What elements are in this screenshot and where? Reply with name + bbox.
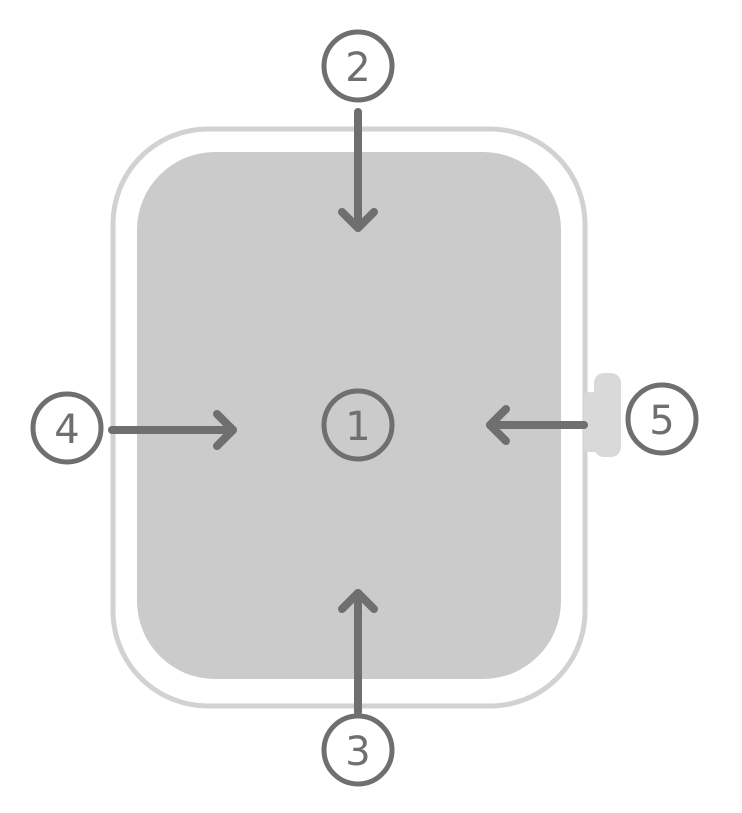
callout-right-label: 5 bbox=[649, 398, 674, 444]
arrow-left-from-crown bbox=[486, 405, 588, 445]
callout-bottom: 3 bbox=[321, 713, 395, 787]
watch-screen bbox=[137, 152, 561, 679]
callout-bottom-label: 3 bbox=[345, 729, 370, 775]
callout-center-ring bbox=[321, 388, 395, 462]
callout-top-ring bbox=[321, 29, 395, 103]
callout-left: 4 bbox=[30, 391, 104, 465]
arrow-up-from-bottom bbox=[338, 589, 378, 716]
callout-right-ring bbox=[625, 382, 699, 456]
arrow-right-from-left bbox=[108, 410, 237, 450]
digital-crown bbox=[594, 373, 621, 457]
callout-top: 2 bbox=[321, 29, 395, 103]
callout-left-ring bbox=[30, 391, 104, 465]
callout-bottom-ring bbox=[321, 713, 395, 787]
callout-center: 1 bbox=[321, 388, 395, 462]
callout-top-label: 2 bbox=[345, 45, 370, 91]
callout-left-label: 4 bbox=[54, 407, 79, 453]
arrow-down-from-top bbox=[338, 108, 378, 232]
callout-center-label: 1 bbox=[345, 404, 370, 450]
callout-right: 5 bbox=[625, 382, 699, 456]
